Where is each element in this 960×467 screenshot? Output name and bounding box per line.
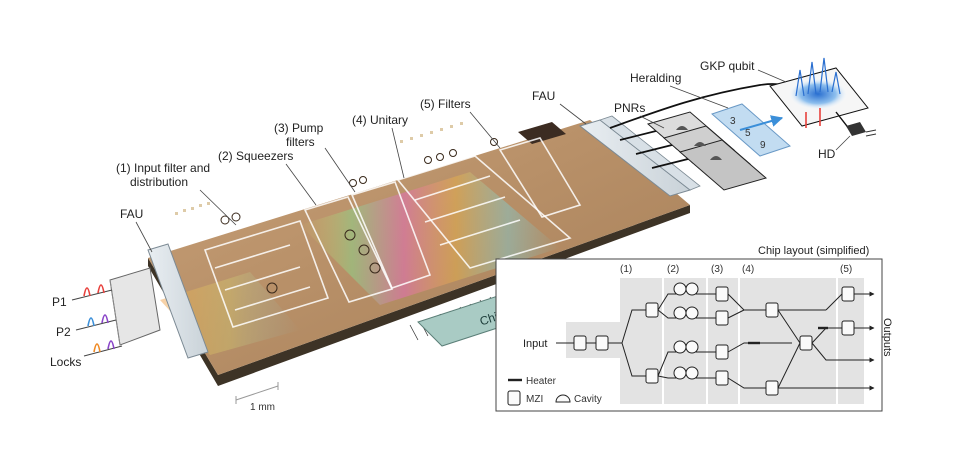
mzi-dist-top — [645, 302, 659, 318]
p2-label: P2 — [56, 325, 71, 339]
mzi-filter-4 — [715, 370, 729, 386]
mzi-filter-3 — [715, 344, 729, 360]
gkp-wigner-plot — [769, 57, 869, 128]
p1-label: P1 — [52, 295, 67, 309]
heralding-label: Heralding — [630, 71, 681, 85]
fau-right-label: FAU — [532, 89, 555, 103]
input-locks: Locks — [50, 340, 123, 369]
right-fau — [578, 115, 701, 197]
cavity-1a — [673, 282, 687, 296]
locks-pulse-orange — [93, 343, 101, 353]
mzi-filter-1 — [715, 286, 729, 302]
inset-cavities — [673, 282, 699, 380]
dark-pad — [518, 122, 566, 144]
mzi-out-1 — [841, 286, 855, 302]
fau-left-label: FAU — [120, 207, 143, 221]
inset-section-1: (1) — [620, 264, 632, 275]
squeezers-label: (2) Squeezers — [218, 149, 293, 163]
inset-heaters — [748, 326, 828, 345]
cavity-3b — [685, 340, 699, 354]
inset-input-label: Input — [523, 338, 547, 350]
p2-pulse-purple — [101, 314, 109, 324]
section-labels: (1) Input filter and distribution (2) Sq… — [116, 97, 501, 226]
homodyne-detector — [835, 111, 877, 137]
p1-pulse-red — [83, 287, 91, 297]
chip-cavities — [220, 138, 498, 294]
heralding-panel: 3 5 9 — [711, 103, 791, 157]
unitary-label: (4) Unitary — [352, 113, 408, 127]
p2-pulse-blue — [87, 317, 95, 327]
inset-band-2 — [664, 278, 706, 404]
inset-legend: Heater MZI Cavity — [507, 376, 602, 406]
scale-bar-label: 1 mm — [250, 402, 275, 413]
cavity-legend-icon — [555, 394, 571, 403]
hd-label: HD — [818, 147, 836, 161]
bond-pads — [175, 122, 463, 215]
mzi-filter-2 — [715, 310, 729, 326]
pump-filters-label-line1: (3) Pump — [274, 121, 324, 135]
pnrs-label: PNRs — [614, 101, 645, 115]
scale-bar: 1 mm — [235, 382, 279, 413]
mzi-input-1 — [573, 335, 587, 351]
left-fau — [109, 243, 209, 359]
inset-section-3: (3) — [711, 264, 723, 275]
mzi-dist-bottom — [645, 368, 659, 384]
inset-section-4: (4) — [742, 264, 754, 275]
input-p1: P1 — [52, 284, 113, 309]
gkp-qubit-label: GKP qubit — [700, 59, 755, 73]
mzi-out-2 — [841, 320, 855, 336]
region-unitary — [396, 155, 572, 269]
filters-label: (5) Filters — [420, 97, 471, 111]
locks-label: Locks — [50, 355, 81, 369]
legend-heater-label: Heater — [526, 376, 557, 387]
cavity-2b — [685, 306, 699, 320]
inset-output-arrows — [858, 291, 875, 391]
mzi-unitary-2 — [765, 380, 779, 396]
herald-digit-3: 9 — [760, 140, 766, 151]
cavity-4a — [673, 366, 687, 380]
input-p2: P2 — [56, 314, 117, 339]
inset-band-1 — [620, 278, 662, 404]
herald-digit-1: 3 — [730, 116, 736, 127]
chip-layout-inset: Chip layout (simplified) (1) (2) (3) (4)… — [495, 245, 893, 412]
p1-pulse-red-2 — [97, 284, 105, 294]
mzi-unitary-1 — [765, 302, 779, 318]
cavity-2a — [673, 306, 687, 320]
region-filters — [498, 137, 582, 218]
region-squeezers — [303, 196, 394, 303]
mzi-legend-icon — [507, 390, 521, 406]
pnr-detectors — [646, 111, 768, 191]
inset-band-4 — [740, 278, 836, 404]
region-pump-filters — [350, 181, 432, 289]
pump-filters-label-line2: filters — [286, 135, 315, 149]
mzi-input-2 — [595, 335, 609, 351]
locks-pulse-purple — [107, 340, 115, 350]
herald-digit-2: 5 — [745, 128, 751, 139]
cavity-1b — [685, 282, 699, 296]
input-filter-label-line2: distribution — [130, 175, 188, 189]
inset-section-5: (5) — [840, 264, 852, 275]
inset-title: Chip layout (simplified) — [758, 245, 869, 257]
inset-outputs-label: Outputs — [881, 318, 893, 357]
legend-cavity-label: Cavity — [574, 394, 602, 405]
input-filter-label-line1: (1) Input filter and — [116, 161, 210, 175]
mzi-unitary-3 — [799, 335, 813, 351]
cavity-3a — [673, 340, 687, 354]
cavity-4b — [685, 366, 699, 380]
inset-mzis — [573, 286, 855, 396]
legend-mzi-label: MZI — [526, 394, 543, 405]
region-input-filter — [203, 220, 330, 328]
inset-section-2: (2) — [667, 264, 679, 275]
